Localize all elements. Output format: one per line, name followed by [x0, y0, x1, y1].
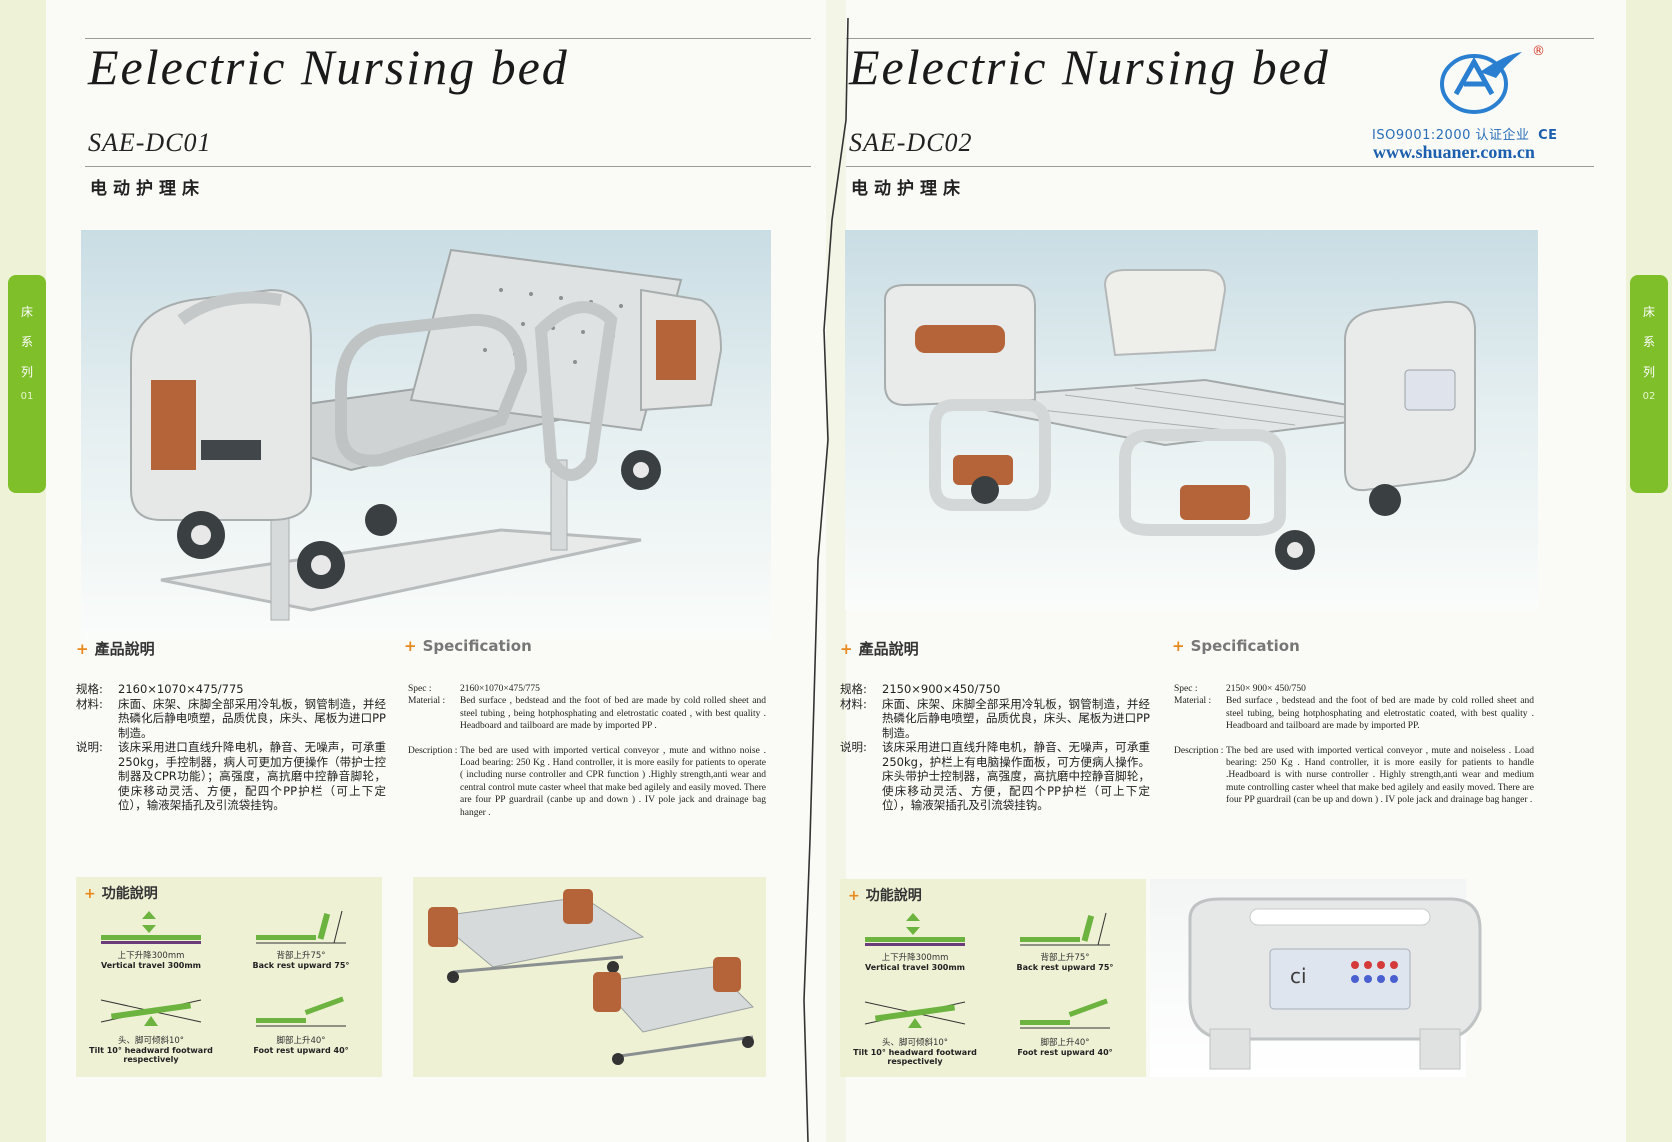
- function-foot-rest: 脚部上升40°Foot rest upward 40°: [236, 992, 366, 1055]
- side-tab-chars: 床 系 列: [1642, 305, 1655, 379]
- model-number: SAE-DC02: [849, 128, 973, 157]
- side-tab-chars: 床 系 列: [20, 305, 33, 379]
- bed-illustration: [884, 269, 1476, 570]
- ce-mark: CE: [1538, 128, 1558, 143]
- company-logo: [1440, 52, 1522, 114]
- function-heading: +功能說明: [848, 888, 922, 904]
- model-number: SAE-DC01: [88, 128, 212, 157]
- model-rule: [85, 166, 811, 167]
- top-rule: [846, 38, 1594, 39]
- product-description-heading: +產品說明: [76, 640, 155, 658]
- product-photo-dc02: [845, 230, 1538, 610]
- left-margin: [0, 0, 46, 1142]
- bed-illustration: [130, 248, 723, 621]
- iso-certification: ISO9001:2000 认证企业 CE: [1372, 128, 1558, 143]
- english-specification: Spec :2160×1070×475/775 Material :Bed su…: [408, 684, 766, 818]
- left-page: Eelectric Nursing bed SAE-DC01 电动护理床: [46, 0, 826, 1142]
- function-heading: +功能說明: [84, 886, 158, 902]
- english-specification: Spec :2150× 900× 450/750 Material :Bed s…: [1174, 684, 1534, 806]
- product-description-heading: +產品說明: [840, 640, 919, 658]
- specification-heading: +Specification: [404, 637, 532, 655]
- chinese-title: 电动护理床: [90, 179, 205, 199]
- side-tab-right: 床 系 列 02: [1630, 275, 1668, 493]
- right-page: Eelectric Nursing bed SAE-DC02 电动护理床 ® I…: [840, 0, 1626, 1142]
- gallery-photo-dc01: [413, 877, 766, 1077]
- side-tab-number: 02: [1642, 391, 1656, 402]
- function-tilt: 头、脚可倾斜10°Tilt 10° headward footward resp…: [86, 992, 216, 1064]
- side-tab-left: 床 系 列 01: [8, 275, 46, 493]
- product-photo-dc01: [81, 230, 771, 640]
- chinese-title: 电动护理床: [851, 179, 966, 199]
- gallery-photo-dc02: ci: [1150, 879, 1482, 1077]
- chinese-description: 规格:2160×1070×475/775 材料:床面、床架、床脚全部采用冷轧板，…: [76, 682, 386, 812]
- model-rule: [846, 166, 1594, 167]
- page-title: Eelectric Nursing bed: [88, 39, 569, 95]
- function-back-rest: 背部上升75°Back rest upward 75°: [1000, 909, 1130, 972]
- side-tab-number: 01: [20, 391, 34, 402]
- specification-heading: +Specification: [1172, 637, 1300, 655]
- chinese-description: 规格:2150×900×450/750 材料:床面、床架、床脚全部采用冷轧板，钢…: [840, 682, 1150, 812]
- svg-text:ci: ci: [1290, 964, 1307, 988]
- right-margin: [1626, 0, 1672, 1142]
- function-foot-rest: 脚部上升40°Foot rest upward 40°: [1000, 994, 1130, 1057]
- page-title: Eelectric Nursing bed: [849, 39, 1330, 95]
- top-rule: [85, 38, 811, 39]
- registered-mark: ®: [1532, 44, 1546, 59]
- website: www.shuaner.com.cn: [1373, 142, 1535, 162]
- function-tilt: 头、脚可倾斜10°Tilt 10° headward footward resp…: [850, 994, 980, 1066]
- function-back-rest: 背部上升75°Back rest upward 75°: [236, 907, 366, 970]
